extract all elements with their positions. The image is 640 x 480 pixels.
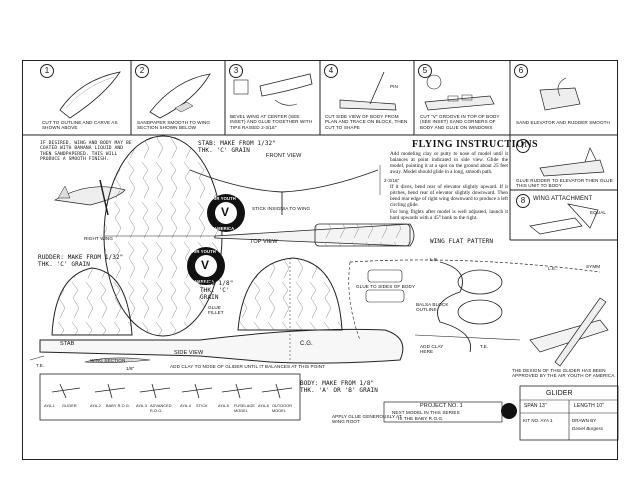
le-label-1: L.E. [430, 257, 439, 262]
cg-label: C.G. [300, 341, 313, 347]
flying-paragraph-3: For long flights after model is well adj… [390, 209, 508, 222]
te-label: T.E. [480, 344, 489, 349]
series-4-id: AYA-4 [180, 404, 191, 408]
flying-paragraph-2: If it dives, bend rear of elevator sligh… [390, 184, 508, 209]
symm-label: SYMM [586, 264, 601, 269]
title-block-kit: KIT NO. AYA 1 [523, 418, 553, 423]
step-7-number: 7 [516, 139, 530, 153]
step-6-caption: Sand elevator and rudder smooth [516, 120, 610, 125]
series-3-name: ADVANCED R.O.G. [150, 404, 172, 414]
series-5-name: FUSELAGE MODEL [234, 404, 256, 414]
series-2-name: BABY R.O.G. [106, 404, 131, 408]
top-view-label: TOP VIEW [250, 239, 278, 245]
step-3-caption: Bevel wing at center (see inset) and glu… [230, 114, 313, 130]
flying-paragraph-1: Add modeling clay or putty to nose of mo… [390, 151, 508, 176]
finish-note: If desired, wing and body may be coated … [40, 141, 132, 163]
add-clay-nose-note: ADD CLAY TO NOSE OF GLIDER UNTIL IT BALA… [170, 364, 326, 369]
front-view-label: FRONT VIEW [266, 153, 302, 159]
series-5-id: AYA-5 [218, 404, 229, 408]
apply-glue-note: APPLY GLUE GENEROUSLY AT WING ROOT [332, 414, 402, 425]
stab-label: STAB [60, 341, 75, 347]
insignia-letter: V [221, 205, 230, 219]
add-clay-label: ADD CLAY HERE [420, 344, 444, 355]
step-5-number: 5 [418, 64, 432, 78]
step-8-caption: Wing attachment [533, 196, 593, 202]
step-2-number: 2 [135, 64, 149, 78]
right-wing-label: RIGHT WING [84, 236, 113, 241]
wing-section-label: WING SECTION [90, 358, 126, 363]
stab-note: STAB: MAKE FROM 1/32" THK. 'C' GRAIN [198, 140, 276, 154]
insignia2-bottom-text: AMERICA [194, 279, 215, 284]
pin-label: PIN [390, 84, 398, 89]
insignia2-top-text: AIR YOUTH [192, 249, 216, 254]
step-8-number: 8 [516, 194, 530, 208]
wing-flat-pattern-label: WING FLAT PATTERN [430, 238, 494, 245]
step-6-number: 6 [514, 64, 528, 78]
step-2-caption: Sandpaper smooth to wing section shown b… [137, 120, 211, 131]
equal-label: EQUAL [590, 210, 607, 215]
insignia2-letter: V [201, 258, 210, 272]
body-note: BODY: MAKE FROM 1/8" THK. 'A' OR 'B' GRA… [300, 380, 378, 394]
series-6-id: AYA-6 [258, 404, 269, 408]
design-approval-note: THE DESIGN OF THIS GLIDER HAS BEEN APPRO… [512, 368, 616, 379]
series-4-name: STICK [196, 404, 208, 408]
step-4-caption: Cut side view of body from plan and trac… [325, 114, 408, 130]
balsa-block-label: BALSA BLOCK OUTLINE [416, 302, 449, 313]
step-1-caption: Cut to outline and carve as shown above [42, 120, 118, 131]
glue-fillet-label: GLUE FILLET [208, 305, 224, 316]
step-1-number: 1 [40, 64, 54, 78]
flying-instructions-title: FLYING INSTRUCTIONS [412, 139, 539, 150]
le-label-2: L.E. [548, 266, 557, 271]
rudder-note: RUDDER: MAKE FROM 1/32" THK. 'C' GRAIN [38, 254, 124, 268]
title-block-length: LENGTH 10" [574, 403, 605, 409]
insignia-top-text: AIR YOUTH [212, 196, 236, 201]
insignia-bottom-text: AMERICA [214, 226, 235, 231]
te-side-label: T.E. [36, 363, 45, 368]
stick-insignia-label: STICK INSIGNIA TO WING [252, 206, 311, 211]
project-title: PROJECT NO. 1 [420, 403, 463, 409]
series-1-id: AYA-1 [44, 404, 55, 408]
series-1-name: GLIDER [62, 404, 77, 408]
step-3-number: 3 [229, 64, 243, 78]
step-5-caption: Cut "V" groove in top of body (see inset… [420, 114, 500, 130]
title-block-drawn: DRAWN BY [572, 418, 597, 423]
title-block-name: GLIDER [546, 390, 573, 397]
title-block-signature: Daniel Burgess [572, 426, 604, 431]
project-line-2: IS THE BABY R.O.G. [398, 416, 444, 421]
step-4-number: 4 [324, 64, 338, 78]
glue-sides-label: GLUE TO SIDES OF BODY [356, 284, 416, 289]
step-7-caption: Glue rudder to elevator then glue this u… [516, 178, 613, 189]
dihedral-dim: 2-3/16" [384, 178, 400, 183]
series-2-id: AYA-2 [90, 404, 101, 408]
title-block-span: SPAN 13" [524, 403, 547, 409]
series-3-id: AYA-3 [136, 404, 147, 408]
side-view-label: SIDE VIEW [174, 350, 204, 356]
series-6-name: OUTDOOR MODEL [272, 404, 293, 414]
wing-thickness-label: WING 1/8" THK. 'C' GRAIN [200, 280, 234, 301]
project-line-1: NEXT MODEL IN THIS SERIES [392, 410, 460, 415]
eighth-inch-label: 1/8" [126, 366, 135, 371]
